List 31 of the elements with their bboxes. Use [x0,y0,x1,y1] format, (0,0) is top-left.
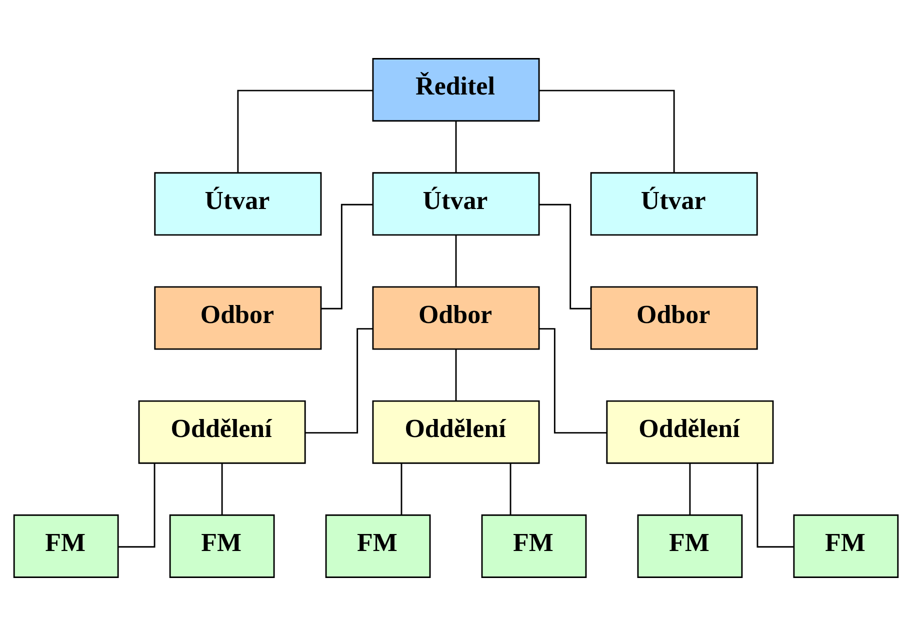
node-box: FM [793,514,899,578]
connector [118,462,156,548]
connector [455,234,457,286]
connector [689,462,691,515]
node-box: Oddělení [138,400,306,464]
connector [400,462,402,515]
connector [321,203,373,309]
connector [455,120,457,172]
connector [539,203,591,309]
connector [756,462,794,548]
node-box: FM [637,514,743,578]
node-box: Odbor [154,286,322,350]
node-box: Útvar [154,172,322,236]
connector [305,328,373,434]
node-box: Útvar [590,172,758,236]
node-box: Odbor [372,286,540,350]
connector [237,89,373,172]
node-box: FM [325,514,431,578]
node-box: Útvar [372,172,540,236]
node-box: Oddělení [606,400,774,464]
connector [510,462,512,515]
node-box: Ředitel [372,58,540,122]
connector [221,462,223,515]
node-box: FM [481,514,587,578]
node-box: Oddělení [372,400,540,464]
node-box: FM [13,514,119,578]
node-box: Odbor [590,286,758,350]
node-box: FM [169,514,275,578]
connector [539,328,607,434]
connector [455,348,457,400]
connector [539,89,675,172]
